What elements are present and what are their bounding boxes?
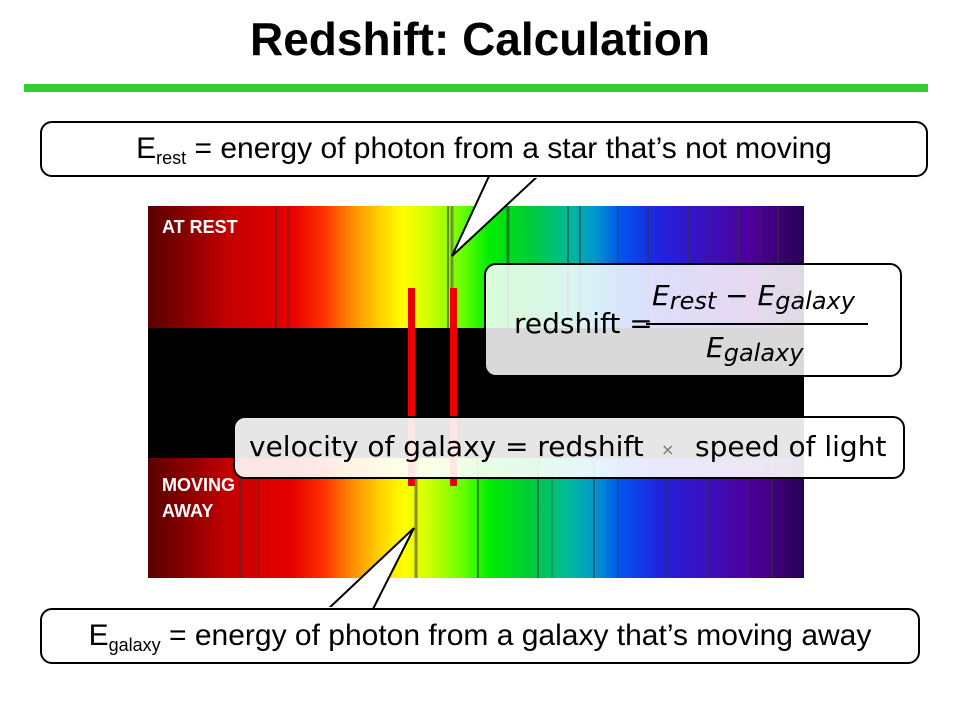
num-galaxy-sub: galaxy	[775, 287, 855, 315]
label-moving-away: MOVING AWAY	[162, 472, 235, 524]
velocity-eq: = redshift	[505, 430, 644, 463]
marker-galaxy-line	[408, 288, 415, 486]
e-galaxy-definition: = energy of photon from a galaxy that’s …	[160, 619, 872, 652]
fraction-bar	[646, 323, 868, 325]
num-e-galaxy: E	[757, 279, 776, 312]
title-underline	[24, 84, 928, 92]
callout-e-rest: Erest = energy of photon from a star tha…	[40, 121, 928, 177]
label-away: AWAY	[162, 501, 214, 521]
e-galaxy-subscript: galaxy	[108, 635, 161, 655]
velocity-lhs: velocity of galaxy	[249, 430, 497, 463]
formula-lhs: redshift =	[514, 307, 653, 340]
velocity-formula-box: velocity of galaxy = redshift × speed of…	[233, 416, 905, 479]
e-rest-symbol: E	[136, 132, 157, 165]
velocity-rhs: speed of light	[695, 430, 887, 463]
num-e-rest: E	[652, 279, 670, 312]
callout-e-galaxy: Egalaxy = energy of photon from a galaxy…	[40, 608, 920, 664]
redshift-formula-box: redshift = Erest − Egalaxy Egalaxy	[484, 263, 902, 377]
formula-denominator: Egalaxy	[706, 331, 804, 367]
num-minus: −	[716, 279, 758, 312]
den-galaxy-sub: galaxy	[723, 339, 804, 367]
label-moving: MOVING	[162, 475, 236, 495]
formula-numerator: Erest − Egalaxy	[652, 279, 855, 315]
e-galaxy-symbol: E	[88, 619, 109, 652]
page-title: Redshift: Calculation	[249, 13, 711, 65]
num-rest-sub: rest	[669, 287, 717, 315]
e-rest-definition: = energy of photon from a star that’s no…	[186, 132, 832, 165]
marker-rest-line	[450, 288, 457, 486]
label-at-rest: AT REST	[162, 217, 238, 237]
den-e-galaxy: E	[706, 331, 724, 364]
e-rest-subscript: rest	[156, 148, 187, 168]
velocity-times: ×	[661, 440, 675, 459]
